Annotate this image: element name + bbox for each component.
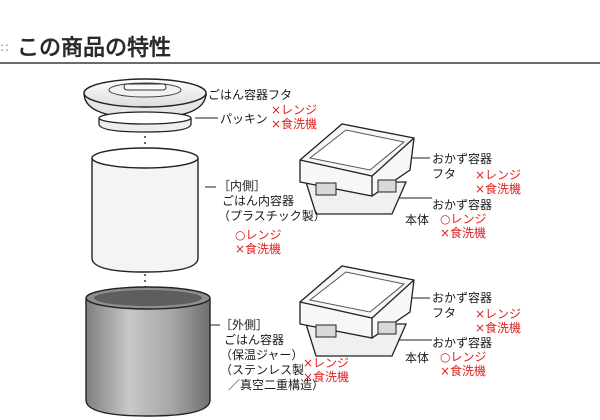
side2-lid-label: おかず容器 [432, 291, 493, 305]
side1-lid-microwave-mark: ×レンジ [475, 168, 522, 182]
side2-lid-microwave-mark: ×レンジ [475, 307, 522, 321]
section-header: :: この商品の特性 [0, 0, 600, 64]
outer-jar-icon [85, 286, 211, 417]
side-container-1-icon [299, 123, 415, 215]
inner-label-heading: ［内側］ [218, 179, 267, 193]
inner-container-icon [91, 147, 199, 273]
packing-ring-icon [98, 111, 192, 133]
side1-body-dishwasher-mark: ×食洗機 [440, 226, 487, 240]
lid-microwave-mark: ×レンジ [271, 103, 318, 117]
side2-body-microwave-mark: ○レンジ [440, 350, 487, 364]
side2-lid-sub: フタ [432, 306, 457, 320]
side1-lid-sub: フタ [432, 167, 457, 181]
header-dots-icon: :: [0, 40, 11, 54]
inner-label-name: ごはん内容器 [222, 194, 295, 208]
outer-label-material: （ステンレス製 [220, 363, 305, 377]
side1-lid-label: おかず容器 [432, 152, 493, 166]
packing-label: パッキン [220, 112, 268, 126]
outer-label-structure: ／真空二重構造） [228, 378, 325, 392]
side2-body-label: おかず容器 [432, 336, 493, 350]
outer-microwave-mark: ×レンジ [303, 356, 350, 370]
header-divider [0, 62, 600, 64]
outer-label-name: ごはん容器 [224, 333, 285, 347]
section-title: この商品の特性 [17, 36, 172, 61]
lid-label: ごはん容器フタ [208, 88, 293, 102]
outer-label-heading: ［外側］ [220, 318, 269, 332]
inner-label-material: （プラスチック製） [218, 209, 326, 223]
lid-dishwasher-mark: ×食洗機 [271, 117, 318, 131]
side1-body-microwave-mark: ○レンジ [440, 212, 487, 226]
side1-body-sub: 本体 [405, 213, 430, 227]
outer-label-jar: （保温ジャー） [220, 348, 304, 362]
side1-lid-dishwasher-mark: ×食洗機 [475, 182, 522, 196]
side2-lid-dishwasher-mark: ×食洗機 [475, 321, 522, 335]
product-illustration [83, 78, 432, 417]
side2-body-sub: 本体 [405, 351, 430, 365]
inner-dishwasher-mark: ×食洗機 [235, 242, 282, 256]
side2-body-dishwasher-mark: ×食洗機 [440, 364, 487, 378]
inner-microwave-mark: ○レンジ [235, 228, 282, 242]
outer-dishwasher-mark: ×食洗機 [303, 370, 350, 384]
side-container-2-icon [299, 265, 415, 357]
side1-body-label: おかず容器 [432, 198, 493, 212]
